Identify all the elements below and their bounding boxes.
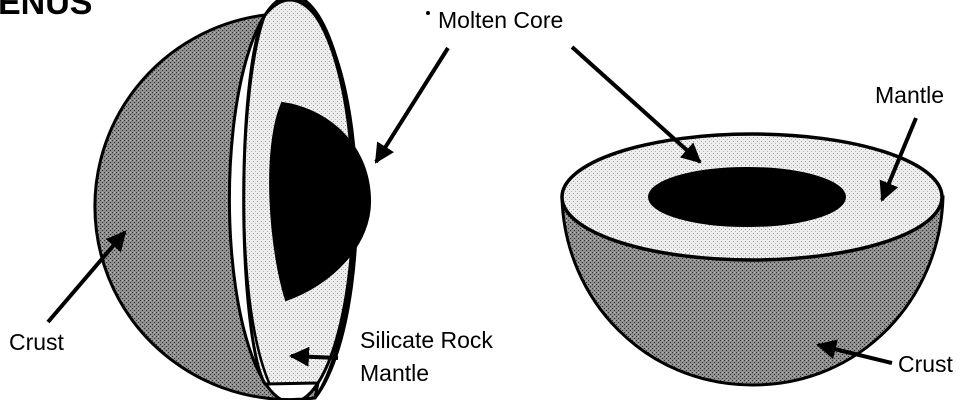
mantle-right-label: Mantle bbox=[875, 82, 944, 108]
arrow-core-right bbox=[572, 47, 700, 162]
crust-right-label: Crust bbox=[898, 351, 954, 377]
crust-left-label: Crust bbox=[9, 329, 65, 355]
arrow-core-left bbox=[376, 48, 448, 162]
arrow-silicate-mantle bbox=[291, 356, 338, 358]
right-core bbox=[649, 168, 845, 226]
silicate-mantle-label: Mantle bbox=[360, 360, 429, 386]
molten-core-label: Molten Core bbox=[438, 7, 563, 33]
molten-core-bullet bbox=[426, 11, 430, 15]
title-text: ENUS bbox=[0, 0, 92, 22]
silicate-rock-label: Silicate Rock bbox=[360, 327, 493, 353]
left-core bbox=[270, 103, 370, 300]
right-hemisphere bbox=[562, 134, 943, 385]
left-sphere bbox=[95, 0, 370, 400]
